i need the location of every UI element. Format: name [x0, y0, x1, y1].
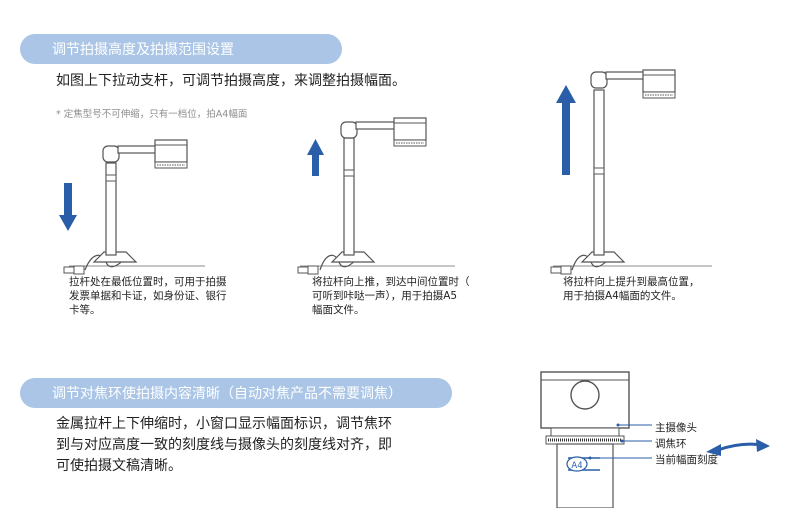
lens-closeup-illustration: A4 [540, 371, 652, 508]
caption-middle: 将拉杆向上推，到达中间位置时（ 可听到咔哒一声），用于拍摄A5 幅面文件。 [312, 276, 470, 316]
arrow-down-icon [59, 183, 77, 231]
arrow-up-icon [307, 139, 324, 176]
label-current-scale: 当前幅面刻度 [655, 454, 718, 466]
scanner-high-illustration [550, 69, 712, 275]
caption-low: 拉杆处在最低位置时，可用于拍摄 发票单据和卡证，如身份证、银行 卡等。 [69, 276, 227, 316]
caption-high: 将拉杆向上提升到最高位置， 用于拍摄A4幅面的文件。 [563, 276, 700, 302]
section1-note: * 定焦型号不可伸缩，只有一档位，拍A4幅面 [56, 109, 248, 120]
arrow-up-large-icon [556, 85, 576, 175]
section1-title-text: 调节拍摄高度及拍摄范围设置 [52, 42, 234, 58]
scanner-middle-illustration [297, 117, 455, 275]
window-mark: A4 [571, 461, 582, 471]
section2-paragraph: 金属拉杆上下伸缩时，小窗口显示幅面标识，调节焦环 到与对应高度一致的刻度线与摄像… [56, 416, 392, 474]
section2-title-text: 调节对焦环使拍摄内容清晰（自动对焦产品不需要调焦） [52, 386, 402, 402]
label-main-camera: 主摄像头 [655, 422, 697, 434]
rotate-double-arrow-icon [706, 439, 770, 456]
section1-lead: 如图上下拉动支杆，可调节拍摄高度，来调整拍摄幅面。 [56, 73, 406, 89]
section1-title: 调节拍摄高度及拍摄范围设置 [20, 34, 342, 64]
section2-title: 调节对焦环使拍摄内容清晰（自动对焦产品不需要调焦） [20, 378, 452, 408]
label-focus-ring: 调焦环 [655, 438, 687, 450]
scanner-low-illustration [63, 139, 205, 275]
